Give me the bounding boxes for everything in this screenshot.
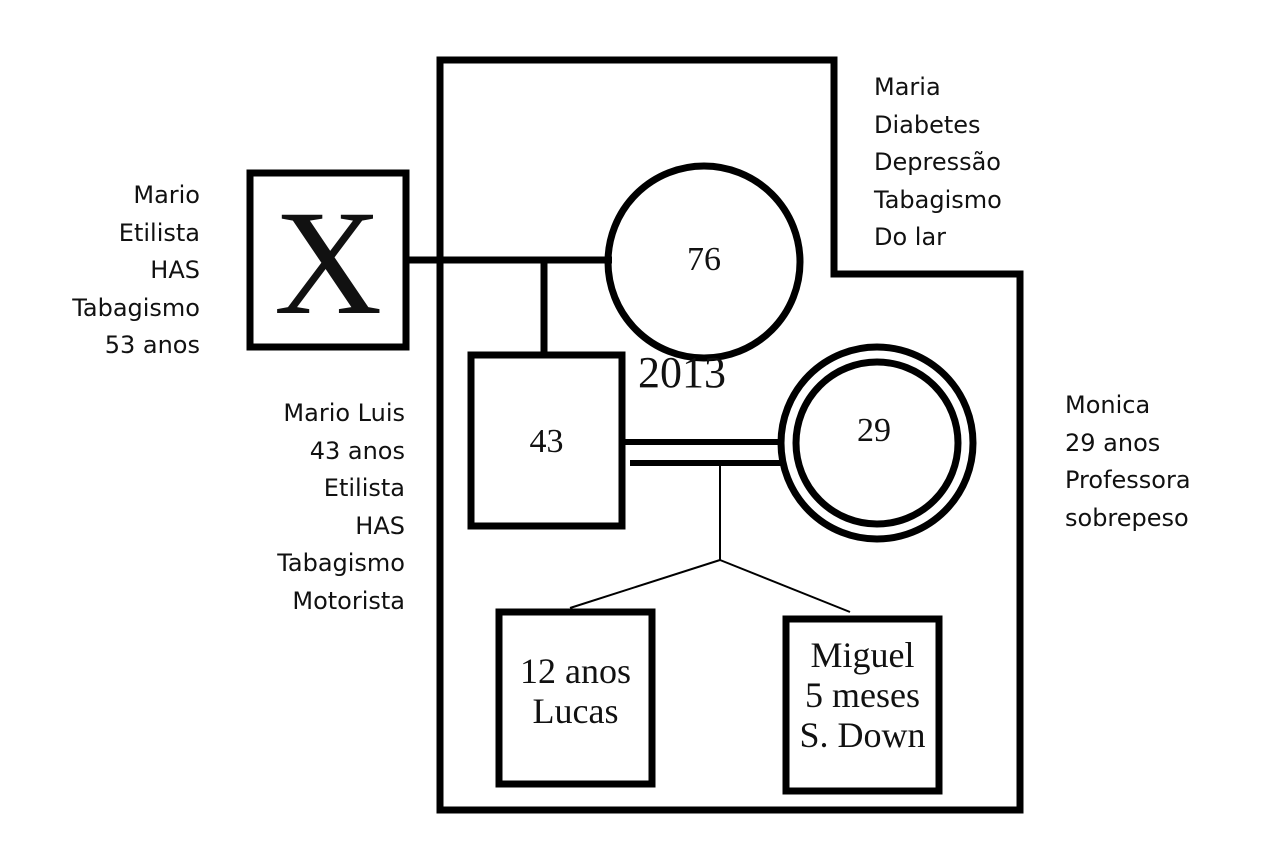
mario-annotation-line: HAS — [150, 256, 200, 284]
year-label: 2013 — [638, 348, 726, 397]
maria-annotation-line: Depressão — [874, 148, 1001, 176]
lucas-label-line: 12 anos — [520, 651, 631, 691]
miguel-label-line: Miguel — [810, 635, 915, 675]
maria-circle — [604, 162, 804, 362]
lucas-label-line: Lucas — [532, 691, 619, 731]
mario-luis-annotation-line: Mario Luis — [283, 399, 405, 427]
miguel-label: Miguel 5 meses S. Down — [786, 635, 939, 755]
monica-annotation-line: sobrepeso — [1065, 503, 1189, 532]
lucas-square — [495, 608, 656, 788]
monica-inner-circle — [792, 358, 962, 528]
maria-annotation-line: Maria — [874, 73, 941, 101]
mario-annotation-line: Mario — [133, 181, 200, 209]
miguel-square — [782, 615, 943, 795]
lucas-label: 12 anos Lucas — [499, 651, 652, 731]
mario-luis-annotation: Mario Luis 43 anos Etilista HAS Tabagism… — [205, 395, 405, 620]
monica-age: 29 — [857, 412, 891, 449]
deceased-mark: X — [273, 180, 383, 346]
miguel-label-line: 5 meses — [805, 675, 920, 715]
maria-annotation-line: Tabagismo — [874, 185, 1002, 214]
monica-annotation-line: Professora — [1065, 466, 1191, 494]
monica-annotation: Monica 29 anos Professora sobrepeso — [1065, 387, 1255, 537]
mario-annotation-line: Etilista — [118, 218, 200, 247]
descent-left — [569, 559, 721, 609]
descent-right — [719, 559, 851, 613]
mario-annotation-line: Tabagismo — [72, 293, 200, 322]
mario-annotation-line: 53 anos — [104, 331, 200, 359]
monica-outer-circle — [777, 343, 977, 543]
mario-luis-annotation-line: Motorista — [292, 586, 405, 615]
maria-annotation: Maria Diabetes Depressão Tabagismo Do la… — [874, 69, 1074, 257]
household-boundary — [436, 56, 1024, 814]
maria-annotation-line: Do lar — [874, 223, 947, 251]
mario-luis-annotation-line: HAS — [355, 511, 405, 540]
mario-luis-annotation-line: Etilista — [323, 474, 405, 502]
mario-annotation: Mario Etilista HAS Tabagismo 53 anos — [40, 177, 200, 365]
maria-age: 76 — [687, 241, 721, 278]
mario-luis-annotation-line: 43 anos — [309, 436, 405, 465]
mario-luis-age: 43 — [529, 423, 564, 460]
maria-annotation-line: Diabetes — [874, 110, 981, 139]
monica-annotation-line: 29 anos — [1065, 428, 1161, 457]
miguel-label-line: S. Down — [799, 715, 926, 755]
mario-luis-annotation-line: Tabagismo — [277, 549, 405, 577]
monica-annotation-line: Monica — [1065, 391, 1151, 419]
